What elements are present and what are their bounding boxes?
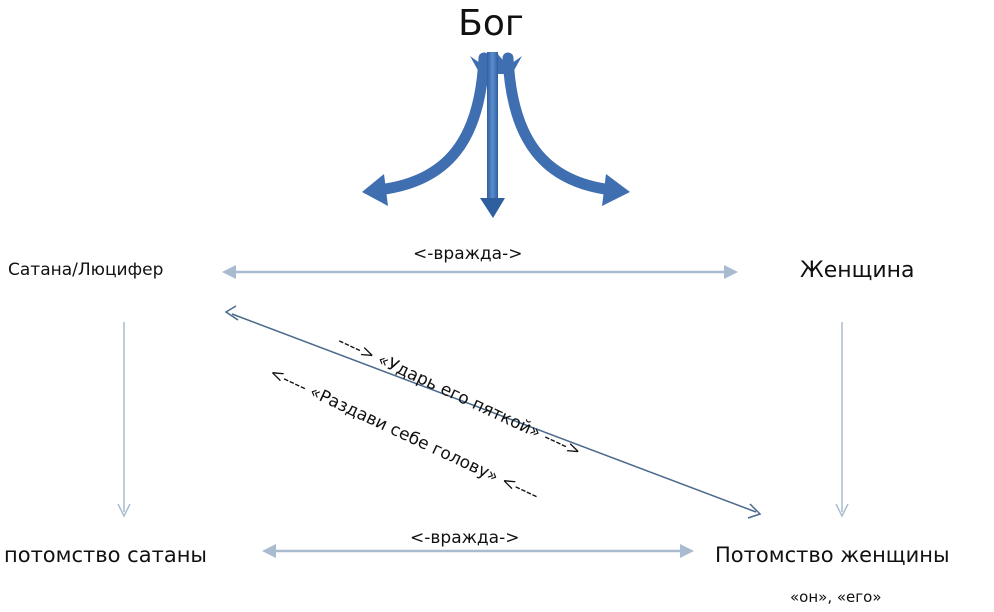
god-arrow-right-head	[602, 174, 630, 206]
node-satan: Сатана/Люцифер	[8, 260, 164, 280]
god-arrow-left-head	[362, 174, 388, 206]
god-arrow-right-branch	[502, 52, 618, 196]
god-arrow-down-head	[480, 198, 505, 218]
satan-descent-arrow	[117, 322, 131, 518]
node-woman: Женщина	[800, 258, 915, 283]
god-arrow-left-branch	[372, 52, 490, 196]
enmity-bottom-connector	[262, 544, 694, 558]
god-arrow-shaft	[487, 52, 498, 200]
node-satan-seed: потомство сатаны	[4, 543, 208, 567]
node-woman-seed: Потомство женщины	[715, 543, 950, 567]
enmity-top-connector	[222, 265, 738, 279]
enmity-top-label: <-вражда->	[413, 244, 523, 264]
god-arrow-icon	[362, 52, 630, 218]
woman-descent-arrow	[835, 322, 849, 518]
enmity-bottom-label: <-вражда->	[410, 528, 520, 548]
diagonal-conflict-arrow	[224, 305, 762, 519]
woman-seed-note: «он», «его»	[790, 588, 882, 606]
god-title: Бог	[458, 3, 524, 44]
